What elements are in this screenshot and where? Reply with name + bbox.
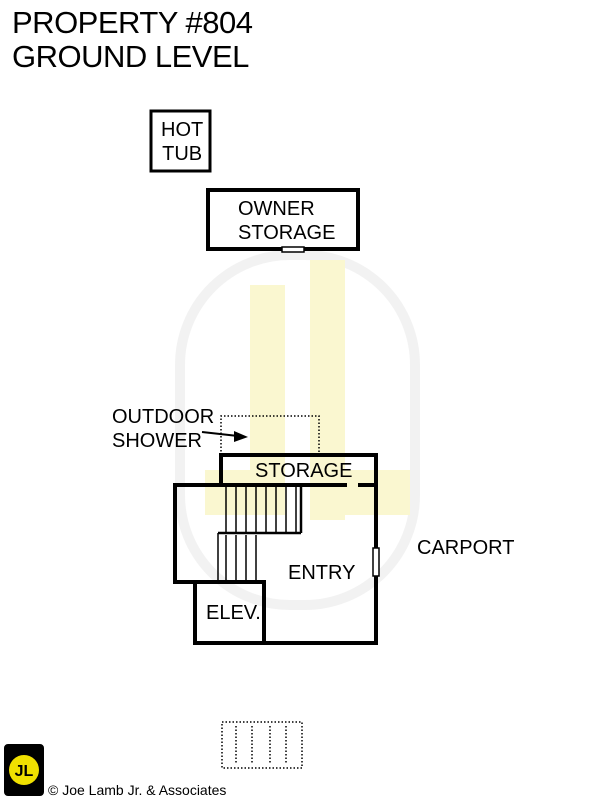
outdoor-shower-outline	[220, 415, 320, 455]
entry-door	[372, 547, 380, 577]
owner-storage-label-line-1: OWNER	[238, 198, 315, 220]
hot-tub-label: HOT TUB	[161, 118, 203, 166]
storage-label: STORAGE	[255, 460, 353, 482]
building-walls	[173, 453, 378, 645]
dotted-fixture	[221, 721, 303, 769]
hot-tub-label-line-1: HOT	[161, 119, 204, 141]
page-title: PROPERTY #804 GROUND LEVEL	[12, 6, 253, 74]
shower-arrow-head	[234, 431, 248, 442]
owner-storage-door	[281, 246, 305, 253]
owner-storage-label-line-2: STORAGE	[238, 222, 336, 244]
owner-storage-label: OWNER STORAGE	[238, 197, 335, 245]
company-logo: JL	[4, 744, 44, 796]
title-line-1: PROPERTY #804	[12, 5, 253, 40]
hot-tub-label-line-2: TUB	[162, 143, 203, 165]
outdoor-shower-label: OUTDOOR SHOWER	[112, 405, 214, 453]
carport-label: CARPORT	[417, 537, 515, 559]
title-line-2: GROUND LEVEL	[12, 39, 249, 74]
shower-arrow-line	[201, 431, 239, 437]
stairs	[217, 487, 303, 580]
outdoor-shower-label-line-1: OUTDOOR	[112, 406, 215, 428]
entry-label: ENTRY	[288, 562, 356, 584]
hot-tub-outline	[149, 109, 212, 173]
logo-mark-icon: JL	[9, 755, 39, 785]
logo-text: JL	[15, 763, 34, 780]
watermark-logo	[175, 250, 420, 610]
copyright-text: © Joe Lamb Jr. & Associates	[48, 782, 227, 798]
elevator-label: ELEV.	[206, 602, 261, 624]
outdoor-shower-label-line-2: SHOWER	[112, 430, 202, 452]
